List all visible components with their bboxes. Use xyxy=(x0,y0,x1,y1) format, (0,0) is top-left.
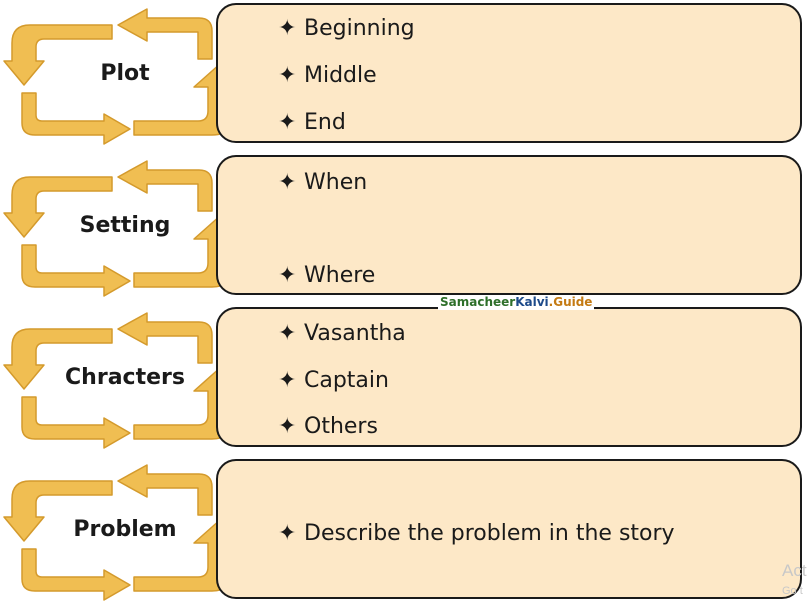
activation-text: Act xyxy=(782,561,807,580)
watermark: SamacheerKalvi.Guide xyxy=(438,295,595,310)
list-item: ✦When xyxy=(278,170,368,195)
detail-box: ✦Describe the problem in the story xyxy=(216,459,802,599)
star-bullet-icon: ✦ xyxy=(278,110,297,135)
list-item: ✦Where xyxy=(278,263,376,288)
list-item: ✦Beginning xyxy=(278,16,415,41)
plot-row: Plot ✦Beginning ✦Middle ✦End xyxy=(0,3,809,148)
detail-box: ✦When ✦Where xyxy=(216,155,802,295)
list-item: ✦End xyxy=(278,110,346,135)
star-bullet-icon: ✦ xyxy=(278,263,297,288)
row-label: Problem xyxy=(73,517,177,542)
list-item: ✦Describe the problem in the story xyxy=(278,521,675,546)
activation-subtext: Go t xyxy=(782,585,803,597)
row-label: Chracters xyxy=(65,365,185,390)
list-item: ✦Others xyxy=(278,414,378,439)
list-item: ✦Vasantha xyxy=(278,321,406,346)
star-bullet-icon: ✦ xyxy=(278,63,297,88)
row-label: Plot xyxy=(100,61,150,86)
detail-box: ✦Vasantha ✦Captain ✦Others xyxy=(216,307,802,447)
star-bullet-icon: ✦ xyxy=(278,368,297,393)
list-item: ✦Middle xyxy=(278,63,377,88)
star-bullet-icon: ✦ xyxy=(278,170,297,195)
detail-box: ✦Beginning ✦Middle ✦End xyxy=(216,3,802,143)
list-item: ✦Captain xyxy=(278,368,389,393)
characters-row: Chracters ✦Vasantha ✦Captain ✦Others xyxy=(0,307,809,452)
row-label: Setting xyxy=(79,213,171,238)
star-bullet-icon: ✦ xyxy=(278,521,297,546)
star-bullet-icon: ✦ xyxy=(278,16,297,41)
star-bullet-icon: ✦ xyxy=(278,321,297,346)
setting-row: Setting ✦When ✦Where xyxy=(0,155,809,300)
problem-row: Problem ✦Describe the problem in the sto… xyxy=(0,459,809,604)
star-bullet-icon: ✦ xyxy=(278,414,297,439)
